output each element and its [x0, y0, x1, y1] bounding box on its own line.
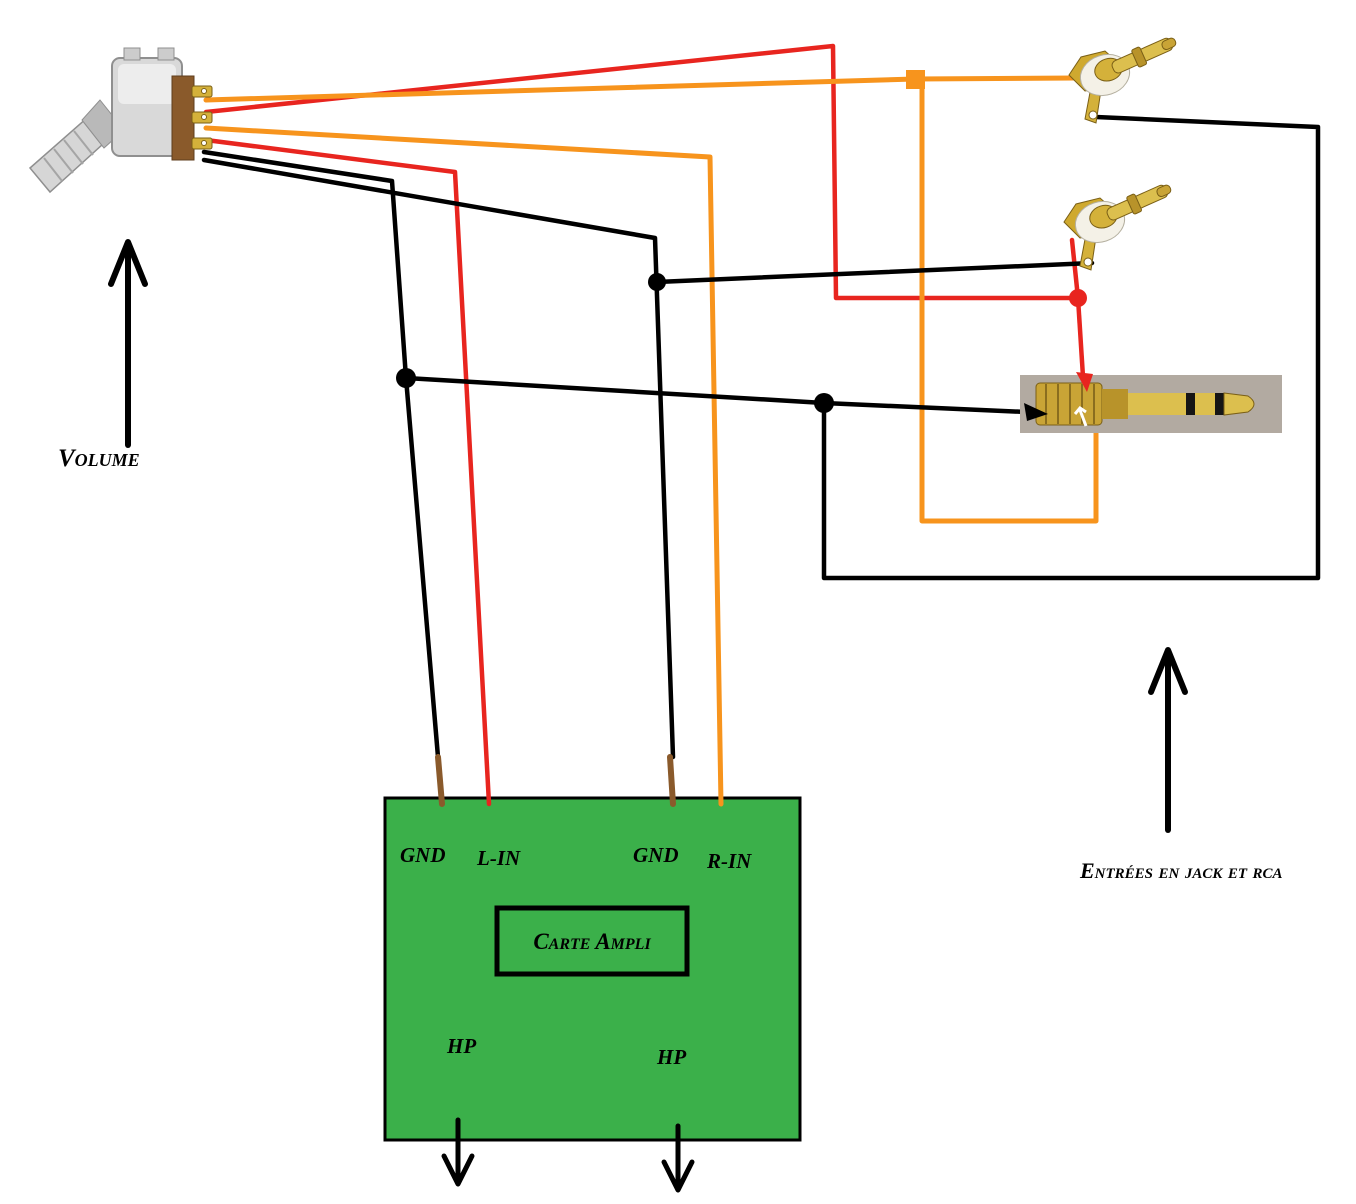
rca-top-tab-hole	[1088, 110, 1098, 120]
pot-terminal-hole-2	[201, 114, 207, 120]
wire-red-pot-to-rca-junction	[203, 43, 1081, 301]
rca-bottom-tab-hole	[1083, 257, 1093, 267]
jack-step	[1102, 389, 1128, 419]
text-labels: Volume GND L-IN GND R-IN Carte Ampli HP …	[58, 445, 1283, 1069]
pot-wafer	[171, 75, 195, 161]
wire-orange-pot-to-rca-top	[203, 75, 1079, 103]
volume-potentiometer	[28, 47, 213, 194]
gnd-right-label: GND	[633, 843, 679, 867]
wire-red-junction-to-jack	[1075, 297, 1093, 392]
jack-sleeve	[1128, 393, 1186, 415]
junction-dots	[396, 70, 1087, 413]
pot-body-sheen	[118, 64, 176, 104]
jack-insulator-ring-2	[1215, 393, 1224, 415]
rca-bottom-pin	[1106, 184, 1172, 221]
pot-tab-2	[157, 47, 175, 61]
r-in-label: R-IN	[706, 849, 752, 873]
white-pointer-mark	[1073, 406, 1088, 427]
board-title-label: Carte Ampli	[533, 929, 651, 954]
black-junction-dot-left	[396, 368, 416, 388]
hp-right-label: HP	[656, 1045, 686, 1069]
pot-tab-1	[123, 47, 141, 61]
wire-black-rca-top-ground-loop	[821, 114, 1321, 581]
wire-red-junction-to-rca-bottom	[1069, 237, 1081, 301]
wire-red-pot-to-l-in	[203, 137, 492, 807]
inputs-caption-label: Entrées en jack et rca	[1079, 858, 1283, 883]
volume-label: Volume	[58, 445, 140, 472]
jack-tip	[1223, 392, 1255, 416]
pot-terminal-hole-1	[201, 88, 207, 94]
orange-junction-dot	[906, 70, 925, 89]
hp-left-arrow-head	[441, 1153, 475, 1187]
amp-board-title-box	[494, 905, 690, 977]
jack-barrel-knurl	[1045, 384, 1095, 424]
annotation-arrows	[108, 239, 1188, 1193]
rca-top-pin	[1111, 37, 1177, 74]
volume-arrow-head	[108, 239, 148, 287]
inputs-arrow-head	[1148, 647, 1188, 695]
wire-black-pot-to-gnd-right	[201, 157, 676, 760]
red-arrowhead	[1076, 372, 1093, 392]
hp-left-label: HP	[446, 1034, 476, 1058]
jack-plug-photo	[1020, 375, 1282, 433]
wire-black-junction-to-rca-bottom-ground	[654, 260, 1095, 285]
wire-black-pot-to-gnd-left	[201, 149, 441, 760]
rca-jack-bottom	[1063, 184, 1172, 271]
amp-board	[383, 796, 802, 1142]
l-in-label: L-IN	[476, 846, 521, 870]
wire-red-down-segment	[1075, 297, 1086, 378]
wires	[201, 43, 1321, 807]
wire-tip-brown-gnd-left	[435, 754, 445, 807]
gnd-left-label: GND	[400, 843, 446, 867]
pot-terminal-hole-3	[201, 140, 207, 146]
jack-ring	[1195, 393, 1215, 415]
amp-board-rect	[383, 796, 802, 1142]
wire-orange-pot-to-r-in	[203, 125, 724, 807]
jack-insulator-ring-1	[1186, 393, 1195, 415]
black-junction-dot-middle	[648, 273, 666, 291]
wire-tip-brown-gnd-right	[667, 754, 676, 807]
wire-orange-junction-to-jack	[919, 76, 1099, 524]
hp-right-arrow-head	[661, 1159, 695, 1193]
rca-jack-top	[1068, 37, 1177, 124]
black-arrowhead-jack	[1024, 403, 1048, 421]
black-junction-dot-right	[814, 393, 834, 413]
